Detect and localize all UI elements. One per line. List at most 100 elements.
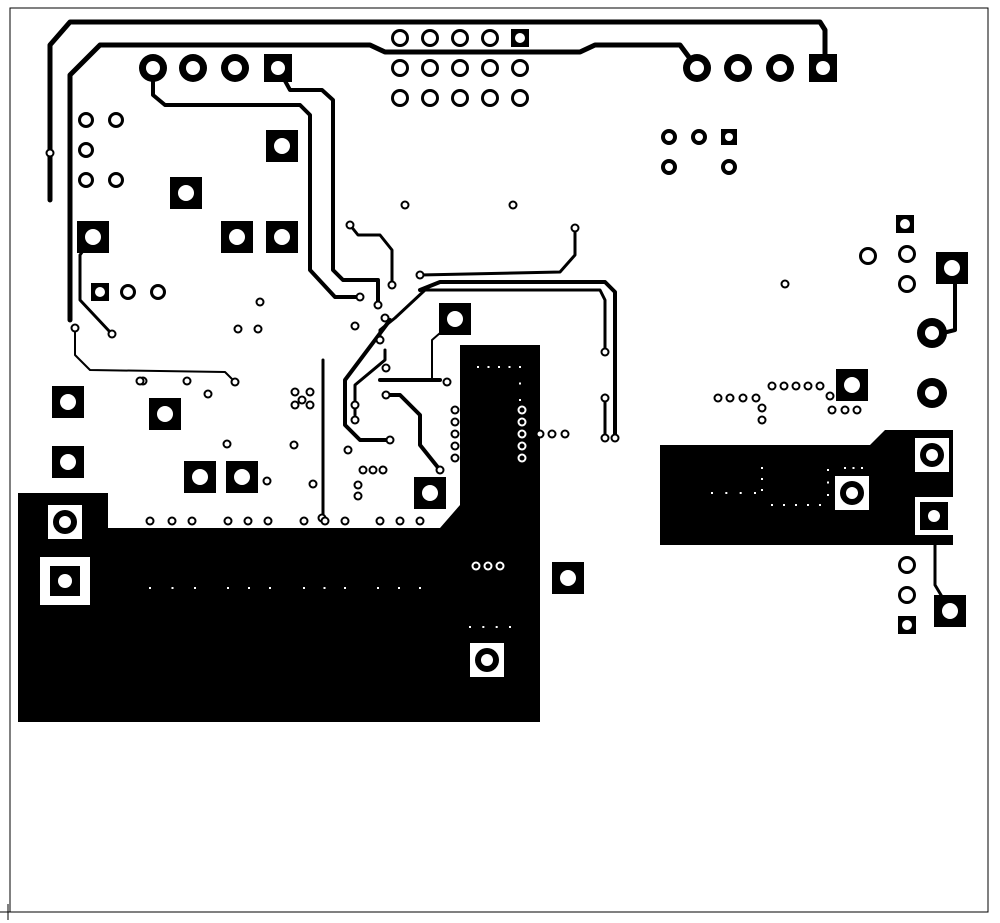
via-hole [291, 442, 297, 448]
drill-hole [123, 287, 133, 297]
via-hole [519, 431, 525, 437]
via-hole [740, 395, 746, 401]
drill-hole [422, 485, 438, 501]
via-hole [382, 315, 388, 321]
via-hole [307, 402, 313, 408]
trace [276, 66, 380, 307]
via-hole [805, 383, 811, 389]
drill-hole [928, 510, 940, 522]
via-hole [827, 393, 833, 399]
drill-hole [695, 133, 703, 141]
drill-hole [394, 62, 406, 74]
trace [151, 66, 362, 299]
stitch-dot [519, 366, 521, 368]
via-hole [759, 417, 765, 423]
stitch-dot [852, 467, 855, 469]
via-hole [562, 431, 568, 437]
drill-hole [394, 32, 406, 44]
via-hole [255, 326, 261, 332]
via-hole [292, 402, 298, 408]
via-hole [387, 437, 393, 443]
drill-hole [157, 406, 173, 422]
stitch-dot [844, 467, 846, 469]
via-hole [307, 389, 313, 395]
drill-hole [447, 311, 463, 327]
drill-hole [234, 469, 250, 485]
drill-hole [228, 61, 242, 75]
drill-hole [229, 229, 245, 245]
drill-hole [85, 229, 101, 245]
via-hole [225, 518, 231, 524]
via-hole [782, 281, 788, 287]
via-hole [184, 378, 190, 384]
stitch-dot [487, 366, 490, 368]
trace [343, 318, 392, 442]
drill-hole [925, 386, 939, 400]
stitch-dot [711, 492, 713, 494]
stitch-dot [477, 366, 479, 368]
drill-hole [81, 145, 91, 155]
drill-hole [186, 61, 200, 75]
stitch-dot [269, 587, 271, 589]
drill-hole [274, 229, 290, 245]
drill-hole [665, 163, 673, 171]
drill-hole [925, 326, 939, 340]
drill-hole [514, 92, 526, 104]
stitch-dot [519, 399, 521, 401]
drill-hole [725, 133, 733, 141]
stitch-dot [171, 587, 174, 589]
via-hole [72, 325, 78, 331]
stitch-dot [344, 587, 346, 589]
stitch-dot [807, 504, 809, 506]
via-hole [352, 417, 358, 423]
stitch-dot [519, 382, 521, 385]
drill-hole [901, 559, 913, 571]
via-hole [519, 443, 525, 449]
drill-hole [111, 175, 121, 185]
via-hole [497, 563, 503, 569]
stitch-dot [248, 587, 250, 589]
drill-hole [424, 32, 436, 44]
via-hole [817, 383, 823, 389]
copper-pour [18, 345, 540, 722]
via-hole [437, 467, 443, 473]
drill-hole [901, 589, 913, 601]
via-hole [602, 349, 608, 355]
via-hole [793, 383, 799, 389]
stitch-dot [761, 467, 763, 469]
drill-hole [846, 487, 858, 499]
drill-hole [424, 92, 436, 104]
via-hole [357, 294, 363, 300]
via-hole [417, 272, 423, 278]
stitch-dot [323, 587, 326, 589]
drill-hole [481, 654, 493, 666]
via-hole [602, 395, 608, 401]
stitch-dot [303, 587, 305, 589]
board-outline [9, 7, 989, 913]
via-hole [759, 405, 765, 411]
drill-hole [901, 248, 913, 260]
via-hole [549, 431, 555, 437]
via-hole [235, 326, 241, 332]
drill-hole [59, 516, 71, 528]
via-hole [377, 518, 383, 524]
via-hole [109, 331, 115, 337]
stitch-dot [761, 489, 763, 491]
via-hole [370, 467, 376, 473]
via-hole [473, 563, 479, 569]
stitch-dot [761, 478, 763, 480]
drill-hole [81, 175, 91, 185]
stitch-dot [482, 626, 485, 628]
via-hole [389, 282, 395, 288]
via-hole [612, 435, 618, 441]
stitch-dot [861, 467, 863, 469]
drill-hole [901, 278, 913, 290]
stitch-dot [377, 587, 379, 589]
drill-hole [773, 61, 787, 75]
via-hole [397, 518, 403, 524]
via-hole [519, 419, 525, 425]
via-hole [205, 391, 211, 397]
trace [383, 393, 442, 472]
via-hole [355, 482, 361, 488]
drill-hole [560, 570, 576, 586]
